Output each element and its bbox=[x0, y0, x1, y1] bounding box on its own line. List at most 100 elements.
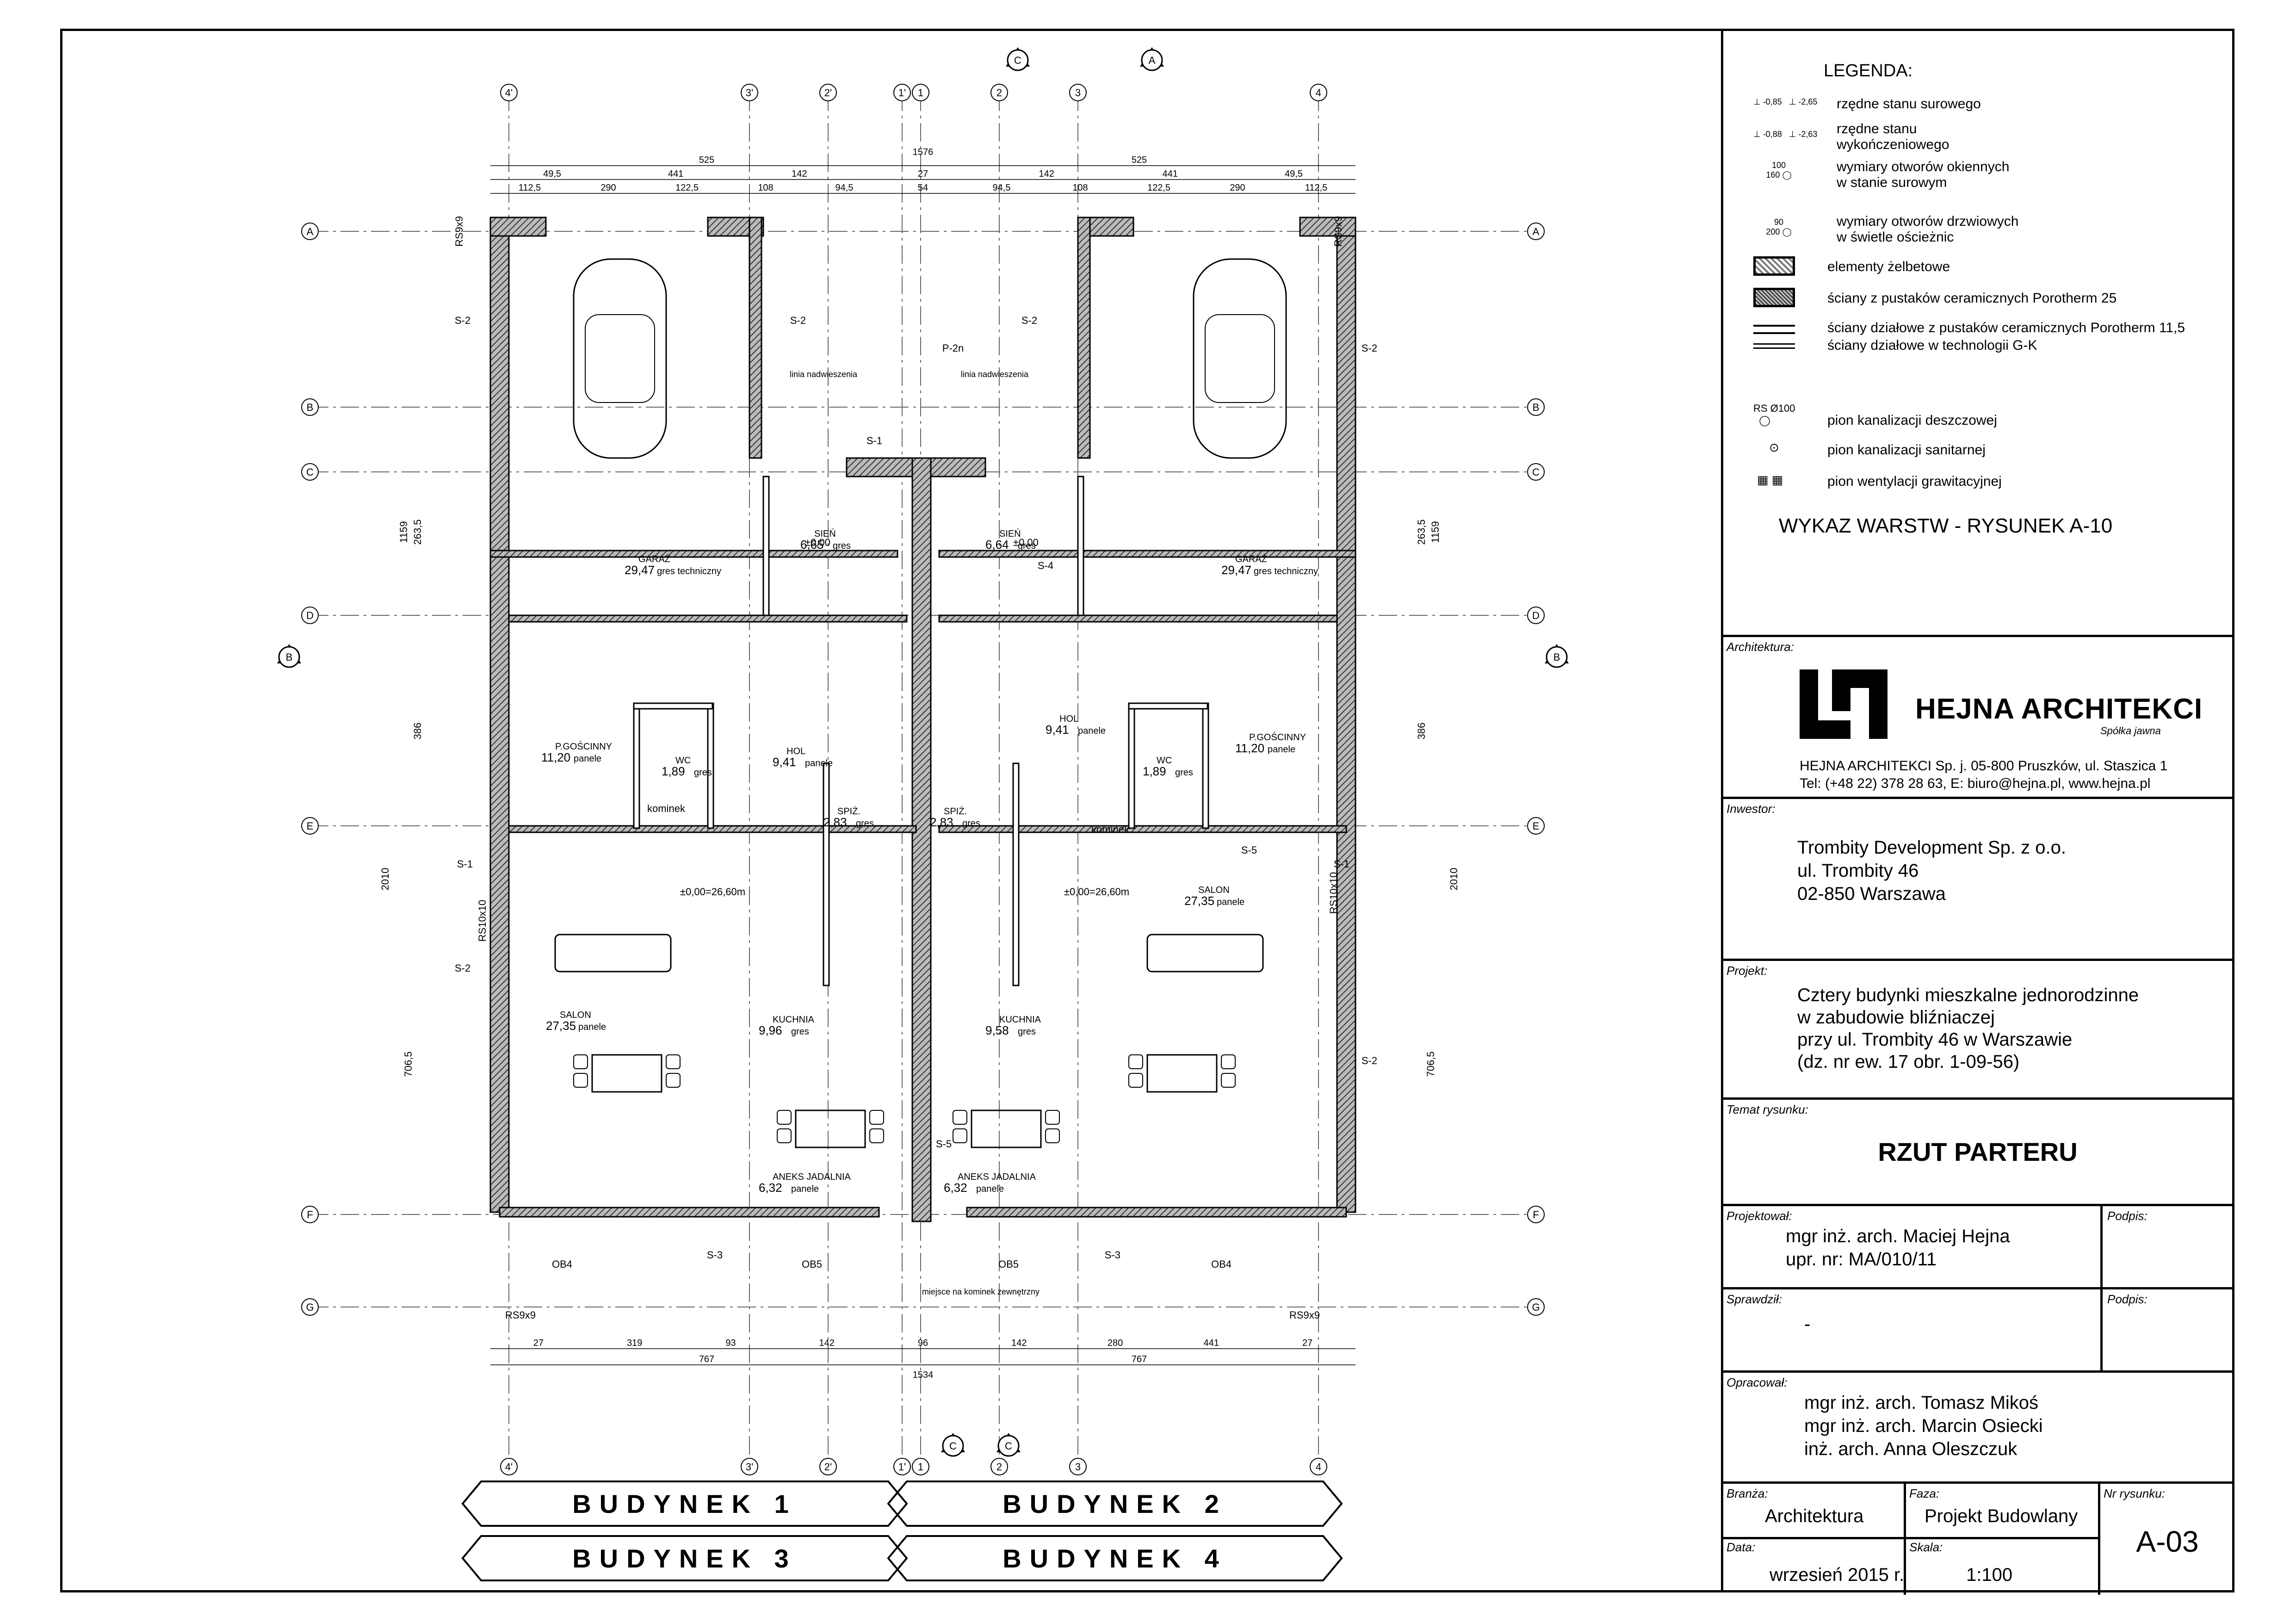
dimension-bottom-row1: 27 bbox=[1302, 1338, 1312, 1348]
room-name: P.GOŚCINNY bbox=[1249, 731, 1306, 743]
room-area: 2,83 bbox=[930, 815, 953, 829]
dimension-top: 525 bbox=[699, 155, 714, 165]
section-marker-circle bbox=[942, 1435, 964, 1457]
room-name: SALON bbox=[560, 1010, 591, 1020]
room-area: 6,32 bbox=[944, 1181, 967, 1195]
wall-segment bbox=[489, 217, 547, 237]
plan-tag: kominek bbox=[647, 803, 686, 814]
phase-label: Faza: bbox=[1909, 1487, 1940, 1500]
room-area: 6,64 bbox=[985, 538, 1009, 551]
wall-segment bbox=[749, 217, 762, 459]
room-finish: panele bbox=[791, 1184, 819, 1194]
plan-tag: S-5 bbox=[936, 1138, 952, 1150]
firm-logo-icon bbox=[1800, 669, 1888, 739]
level-raw-symbol: ⊥ -0,85 ⊥ -2,65 bbox=[1753, 97, 1818, 106]
chair-icon bbox=[573, 1054, 588, 1069]
partition-wall bbox=[633, 702, 713, 710]
room-name: KUCHNIA bbox=[999, 1015, 1041, 1025]
rain-drain-symbol: RS Ø100 ◯ bbox=[1753, 403, 1795, 426]
room-finish: panele bbox=[976, 1184, 1004, 1194]
chair-icon bbox=[666, 1073, 681, 1088]
axis-label-v: 2' bbox=[824, 87, 832, 99]
room-name: ANEKS JADALNIA bbox=[773, 1172, 851, 1182]
dimension-bottom-row1: 27 bbox=[533, 1338, 544, 1348]
plan-tag: kominek bbox=[1091, 824, 1130, 835]
partition-wall bbox=[1077, 476, 1084, 616]
dimension-bottom-row2: 767 bbox=[699, 1354, 714, 1364]
drawing-no-value: A-03 bbox=[2136, 1525, 2199, 1558]
firm-address: HEJNA ARCHITEKCI Sp. j. 05-800 Pruszków,… bbox=[1800, 758, 2168, 791]
chair-icon bbox=[869, 1128, 884, 1143]
room-finish: panele bbox=[1217, 897, 1244, 907]
wall-segment bbox=[938, 550, 1356, 558]
room-name: GARAŻ bbox=[638, 554, 670, 564]
room-area: 9,58 bbox=[985, 1023, 1009, 1037]
axis-bubble-v bbox=[819, 84, 837, 101]
plan-tag: S-5 bbox=[1241, 844, 1257, 856]
plan-tag: RS9x9 bbox=[1289, 1309, 1320, 1321]
plan-tag: S-2 bbox=[1362, 342, 1377, 354]
dimension-bottom-row1: 93 bbox=[725, 1338, 736, 1348]
room-finish: gres techniczny bbox=[1254, 566, 1318, 576]
room-finish: gres bbox=[1018, 1027, 1036, 1037]
plan-tag: S-2 bbox=[1362, 1055, 1377, 1066]
axis-bubble-h bbox=[1527, 607, 1545, 624]
section-marker-circle bbox=[278, 646, 300, 668]
partition-wall bbox=[1128, 702, 1208, 710]
axis-bubble-v bbox=[500, 1458, 518, 1475]
axis-label-v: 4' bbox=[505, 1461, 513, 1473]
chair-icon bbox=[1128, 1054, 1143, 1069]
firm-name: HEJNA ARCHITEKCI bbox=[1915, 693, 2203, 725]
axis-bubble-v bbox=[990, 1458, 1008, 1475]
table-icon bbox=[1146, 1054, 1218, 1093]
plan-tag: S-2 bbox=[790, 315, 806, 326]
dimension-top-row3: 290 bbox=[1230, 183, 1245, 193]
dimension-right: 263,5 bbox=[1416, 519, 1427, 545]
plan-tag: RS10x10 bbox=[477, 900, 488, 942]
room-area: 27,35 bbox=[1184, 894, 1214, 908]
sofa-icon bbox=[1146, 934, 1264, 973]
plan-tag: OB5 bbox=[802, 1258, 822, 1270]
sewer-riser-icon: ⊙ bbox=[1769, 440, 1779, 454]
dimension-right: 1159 bbox=[1430, 521, 1441, 543]
partition-wall bbox=[762, 476, 770, 616]
dimension-total-bottom: 1534 bbox=[913, 1370, 934, 1380]
legend-panel: LEGENDA: ⊥ -0,85 ⊥ -2,65 rzędne stanu su… bbox=[1721, 29, 2234, 635]
partition-wall-symbol bbox=[1753, 325, 1795, 334]
partition-wall bbox=[823, 762, 830, 986]
room-finish: gres bbox=[791, 1027, 809, 1037]
axis-bubble-v bbox=[990, 84, 1008, 101]
scale-label: Skala: bbox=[1909, 1540, 1943, 1554]
axis-label-v: 1 bbox=[918, 1461, 923, 1473]
car-icon bbox=[573, 258, 667, 459]
axis-label-v: 2 bbox=[996, 87, 1002, 99]
room-name: WC bbox=[675, 756, 691, 766]
building-banners bbox=[461, 1481, 1343, 1581]
legend-item-ventilation: pion wentylacji grawitacyjnej bbox=[1827, 474, 2002, 489]
axis-bubble-v bbox=[1069, 1458, 1087, 1475]
branch-label: Branża: bbox=[1727, 1487, 1768, 1500]
dimension-bottom-row1: 441 bbox=[1204, 1338, 1219, 1348]
room-finish: panele bbox=[1268, 744, 1295, 755]
dimension-right: 2010 bbox=[1448, 868, 1460, 891]
dimension-top-row3: 112,5 bbox=[519, 183, 541, 193]
room-area: 6,32 bbox=[759, 1181, 782, 1195]
porotherm25-hatch-icon bbox=[1753, 288, 1795, 307]
car-roof-icon bbox=[585, 314, 655, 403]
plan-tag: miejsce na kominek zewnętrzny bbox=[922, 1287, 1040, 1296]
drawing-no-label: Nr rysunku: bbox=[2104, 1487, 2165, 1500]
plan-tag: S-1 bbox=[457, 858, 473, 870]
room-area: 9,96 bbox=[759, 1023, 782, 1037]
investor-text: Trombity Development Sp. z o.o.ul. Tromb… bbox=[1797, 837, 2066, 904]
project-panel: Projekt: Cztery budynki mieszkalne jedno… bbox=[1721, 959, 2234, 1097]
room-area: 27,35 bbox=[546, 1019, 576, 1033]
room-name: SPIŻ. bbox=[837, 806, 860, 817]
project-label: Projekt: bbox=[1727, 964, 1768, 978]
axis-label-v: 3 bbox=[1075, 87, 1081, 99]
firm-subtitle: Spółka jawna bbox=[2100, 725, 2161, 737]
